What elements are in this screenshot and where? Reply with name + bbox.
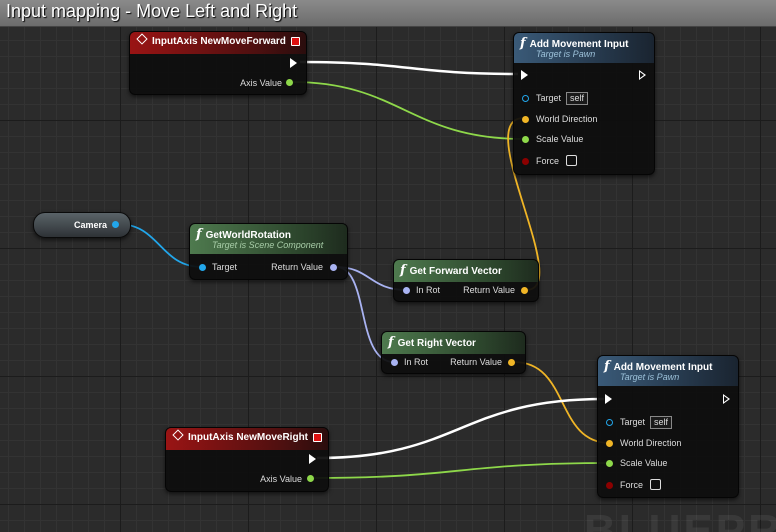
graph-title: Input mapping - Move Left and Right bbox=[6, 1, 298, 21]
exec-in-pin[interactable] bbox=[521, 70, 528, 80]
world-direction-label: World Direction bbox=[536, 114, 598, 124]
function-f-icon: f bbox=[388, 335, 394, 350]
force-pin[interactable] bbox=[522, 158, 529, 165]
event-diamond-icon bbox=[136, 33, 148, 45]
title-bar: Input mapping - Move Left and Right bbox=[0, 0, 776, 27]
camera-variable-node[interactable]: Camera bbox=[33, 212, 131, 238]
world-direction-pin[interactable] bbox=[606, 440, 613, 447]
node-title: Get Right Vector bbox=[397, 338, 476, 349]
force-checkbox[interactable] bbox=[650, 479, 661, 490]
scale-value-pin[interactable] bbox=[522, 136, 529, 143]
target-label: Target bbox=[212, 262, 238, 272]
in-rot-label: In Rot bbox=[404, 357, 429, 367]
exec-out-pin[interactable] bbox=[309, 454, 316, 464]
target-self-default: self bbox=[566, 92, 589, 105]
wire-axis-forward bbox=[291, 81, 525, 140]
axis-value-pin[interactable] bbox=[286, 79, 293, 86]
force-label: Force bbox=[620, 480, 644, 490]
exec-out-pin[interactable] bbox=[639, 70, 646, 80]
node-title: InputAxis NewMoveForward bbox=[152, 36, 286, 47]
scale-value-label: Scale Value bbox=[620, 458, 668, 468]
world-direction-pin[interactable] bbox=[522, 116, 529, 123]
return-value-label: Return Value bbox=[450, 357, 502, 367]
function-f-icon: f bbox=[604, 359, 610, 374]
return-value-label: Return Value bbox=[271, 262, 323, 272]
function-f-icon: f bbox=[196, 227, 202, 242]
input-axis-forward-node[interactable]: InputAxis NewMoveForward Axis Value bbox=[129, 31, 307, 95]
scale-value-pin[interactable] bbox=[606, 460, 613, 467]
node-title: Get Forward Vector bbox=[409, 266, 502, 277]
function-f-icon: f bbox=[400, 263, 406, 278]
wire-exec-forward bbox=[299, 60, 519, 76]
return-value-pin[interactable] bbox=[508, 359, 515, 366]
node-subtitle: Target is Pawn bbox=[620, 372, 680, 382]
node-header: InputAxis NewMoveRight bbox=[166, 428, 328, 450]
exec-out-pin[interactable] bbox=[290, 58, 297, 68]
axis-value-label: Axis Value bbox=[240, 78, 282, 88]
return-value-pin[interactable] bbox=[521, 287, 528, 294]
exec-in-pin[interactable] bbox=[605, 394, 612, 404]
target-label: Target bbox=[536, 93, 562, 103]
target-label: Target bbox=[620, 417, 646, 427]
in-rot-pin[interactable] bbox=[391, 359, 398, 366]
node-title: InputAxis NewMoveRight bbox=[188, 432, 309, 443]
input-axis-right-node[interactable]: InputAxis NewMoveRight Axis Value bbox=[165, 427, 329, 492]
target-pin[interactable] bbox=[606, 419, 613, 426]
scale-value-label: Scale Value bbox=[536, 134, 584, 144]
in-rot-label: In Rot bbox=[416, 285, 441, 295]
camera-output-pin[interactable] bbox=[112, 221, 119, 228]
blueprint-watermark: BLUEPRINT bbox=[584, 506, 776, 532]
target-pin[interactable] bbox=[199, 264, 206, 271]
delegate-pin-icon[interactable] bbox=[291, 37, 300, 46]
node-title: Add Movement Input bbox=[529, 39, 629, 50]
exec-out-pin[interactable] bbox=[723, 394, 730, 404]
node-subtitle: Target is Scene Component bbox=[212, 240, 324, 250]
camera-label: Camera bbox=[74, 220, 108, 230]
node-subtitle: Target is Pawn bbox=[536, 49, 596, 59]
target-self-default: self bbox=[650, 416, 673, 429]
axis-value-pin[interactable] bbox=[307, 475, 314, 482]
node-header: InputAxis NewMoveForward bbox=[130, 32, 306, 54]
target-pin[interactable] bbox=[522, 95, 529, 102]
function-f-icon: f bbox=[520, 36, 526, 51]
node-title: GetWorldRotation bbox=[205, 230, 291, 241]
node-title: Add Movement Input bbox=[613, 362, 713, 373]
delegate-pin-icon[interactable] bbox=[313, 433, 322, 442]
force-checkbox[interactable] bbox=[566, 155, 577, 166]
return-value-pin[interactable] bbox=[330, 264, 337, 271]
wire-right-vector bbox=[513, 361, 611, 444]
world-direction-label: World Direction bbox=[620, 438, 682, 448]
wire-exec-right bbox=[316, 397, 605, 460]
axis-value-label: Axis Value bbox=[260, 474, 302, 484]
wire-axis-right bbox=[313, 462, 611, 479]
in-rot-pin[interactable] bbox=[403, 287, 410, 294]
force-label: Force bbox=[536, 156, 560, 166]
event-diamond-icon bbox=[172, 429, 184, 441]
return-value-label: Return Value bbox=[463, 285, 515, 295]
force-pin[interactable] bbox=[606, 482, 613, 489]
